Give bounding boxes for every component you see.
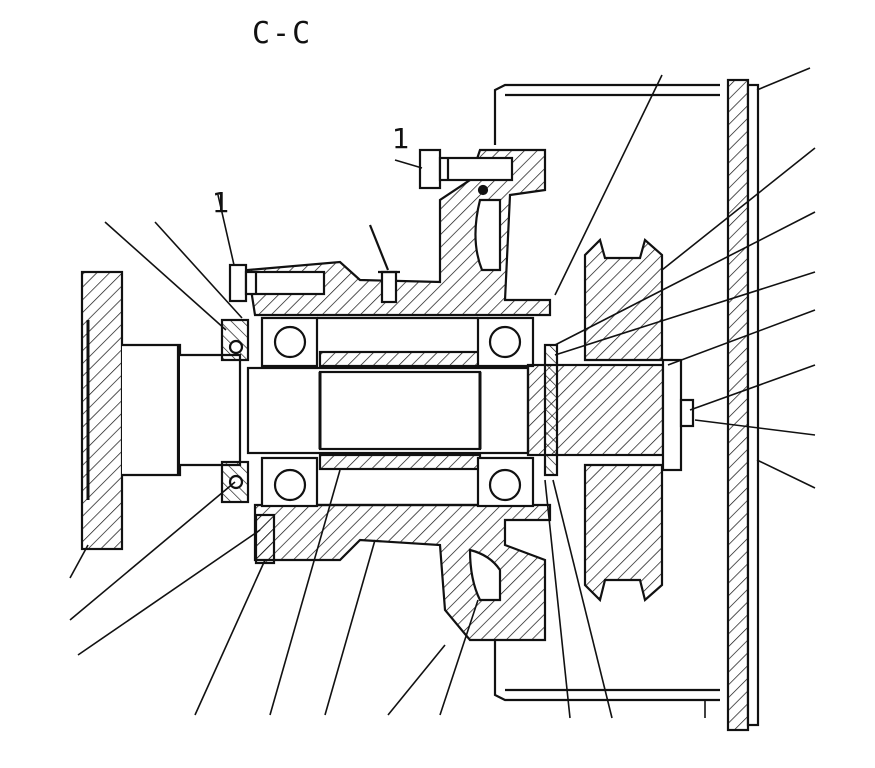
shaft-end xyxy=(526,343,695,477)
section-title: C-C xyxy=(252,16,313,51)
upper-bolt xyxy=(418,148,514,196)
pump-shaft xyxy=(246,350,530,471)
pulley xyxy=(583,237,664,603)
fan-shroud xyxy=(493,78,760,732)
leader-lines xyxy=(69,67,816,719)
upper-bolt-mark: 1 xyxy=(392,122,410,155)
drive-flange xyxy=(80,270,242,551)
left-bolt xyxy=(228,263,326,303)
grease-nipple xyxy=(368,224,400,304)
left-seal xyxy=(220,318,276,565)
left-bolt-mark: 1 xyxy=(212,186,230,219)
